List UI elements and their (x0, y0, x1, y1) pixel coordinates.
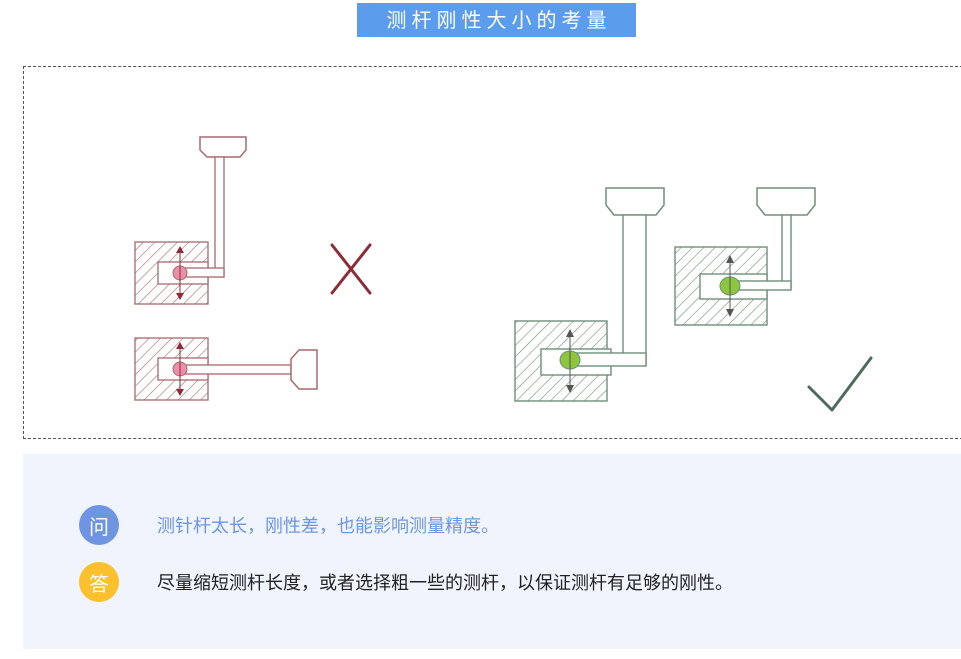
cross-icon (330, 243, 372, 295)
page-title: 测杆刚性大小的考量 (357, 3, 636, 37)
check-icon (807, 356, 873, 412)
question-row: 问 测针杆太长，刚性差，也能影响测量精度。 (79, 505, 499, 545)
answer-badge: 答 (79, 562, 119, 602)
question-text: 测针杆太长，刚性差，也能影响测量精度。 (157, 516, 499, 537)
answer-text: 尽量缩短测杆长度，或者选择粗一些的测杆，以保证测杆有足够的刚性。 (157, 573, 733, 594)
good-short-stylus-low (514, 187, 665, 402)
good-short-stylus-high (674, 187, 816, 326)
stylus-rigidity-illustration (134, 136, 873, 412)
bad-long-vertical-stylus (134, 136, 247, 305)
answer-row: 答 尽量缩短测杆长度，或者选择粗一些的测杆，以保证测杆有足够的刚性。 (79, 562, 733, 602)
question-badge: 问 (79, 505, 119, 545)
qa-panel: 问 测针杆太长，刚性差，也能影响测量精度。 答 尽量缩短测杆长度，或者选择粗一些… (23, 454, 961, 649)
title-bar: 测杆刚性大小的考量 (0, 0, 961, 44)
bad-long-horizontal-stylus (134, 337, 318, 401)
figure-box (23, 66, 961, 439)
